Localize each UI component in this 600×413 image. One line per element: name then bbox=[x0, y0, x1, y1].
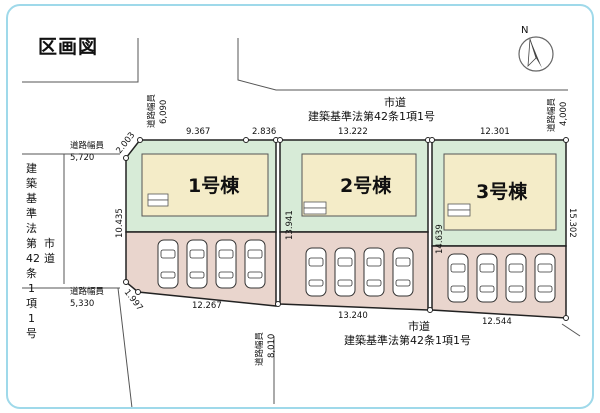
left-city-char: 市 bbox=[44, 236, 55, 250]
parked-car-icon bbox=[157, 239, 179, 289]
left-road-char: 項 bbox=[26, 297, 37, 310]
road-width-value: 6,090 bbox=[159, 100, 169, 124]
parked-car-icon bbox=[392, 247, 414, 297]
context-lines bbox=[22, 38, 581, 407]
dim-2836: 2.836 bbox=[252, 127, 276, 137]
left-city-char: 道 bbox=[44, 251, 55, 265]
parked-car-icon bbox=[186, 239, 208, 289]
parked-car-icon bbox=[447, 253, 469, 303]
left-road-char: 1 bbox=[28, 282, 35, 295]
dim-12544: 12.544 bbox=[482, 317, 512, 327]
page-title: 区画図 bbox=[38, 36, 99, 58]
parked-car-icon bbox=[505, 253, 527, 303]
bottom-road-label: 市道 bbox=[408, 319, 430, 333]
dim-9367: 9.367 bbox=[186, 127, 210, 137]
dim-10435: 10.435 bbox=[115, 208, 125, 238]
dim-12301: 12.301 bbox=[480, 127, 510, 137]
left-road-char: 建 bbox=[26, 161, 37, 175]
site-plan: N 1号棟 2号棟 3号棟 市道 建築基準法第42条1項1号 市道 建築基準法第… bbox=[22, 25, 581, 407]
top-road-label: 市道 bbox=[384, 95, 406, 109]
parking-cars bbox=[157, 239, 556, 303]
road-width-top-right: 道路幅員 4,000 bbox=[546, 97, 569, 132]
road-width-label: 道路幅員 bbox=[70, 286, 105, 297]
road-width-label: 道路幅員 bbox=[70, 140, 105, 151]
top-road-sub: 建築基準法第42条1項1号 bbox=[308, 109, 435, 123]
dim-12267: 12.267 bbox=[192, 301, 222, 311]
lot-3-building bbox=[443, 153, 557, 231]
building-label-3: 3号棟 bbox=[476, 180, 528, 203]
parked-car-icon bbox=[476, 253, 498, 303]
left-road-vertical-text: 建 築 基 準 法 第 42 条 1 項 1 号 市 道 bbox=[26, 161, 55, 340]
parked-car-icon bbox=[534, 253, 556, 303]
entrance-steps bbox=[147, 193, 471, 217]
parked-car-icon bbox=[305, 247, 327, 297]
parked-car-icon bbox=[244, 239, 266, 289]
parked-car-icon bbox=[215, 239, 237, 289]
road-width-left-top: 5,720 bbox=[70, 153, 94, 163]
boundary-markers bbox=[123, 137, 569, 321]
road-width-top-left: 道路幅員 6,090 bbox=[146, 93, 169, 128]
road-width-bottom-mid: 道路幅員 8,010 bbox=[254, 331, 277, 366]
dim-13941: 13.941 bbox=[285, 210, 295, 240]
road-width-label: 道路幅員 bbox=[254, 331, 265, 366]
dim-14639: 14.639 bbox=[435, 224, 445, 254]
left-road-char: 条 bbox=[26, 266, 37, 280]
left-road-char: 築 bbox=[26, 176, 37, 190]
dim-15302: 15.302 bbox=[567, 208, 577, 238]
compass-icon: N bbox=[518, 25, 554, 72]
road-width-value: 8,010 bbox=[267, 334, 277, 358]
road-width-label: 道路幅員 bbox=[146, 93, 157, 128]
road-width-left-bottom: 5,330 bbox=[70, 299, 94, 309]
left-road-char: 法 bbox=[26, 221, 37, 235]
left-road-char: 第 bbox=[26, 236, 37, 250]
left-road-char: 基 bbox=[26, 192, 37, 205]
parked-car-icon bbox=[334, 247, 356, 297]
diagram-frame: 区画図 bbox=[6, 4, 594, 409]
left-road-char: 1 bbox=[28, 312, 35, 325]
left-road-char: 42 bbox=[26, 252, 40, 265]
compass-letter: N bbox=[521, 25, 528, 36]
dim-13222: 13.222 bbox=[338, 127, 368, 137]
road-width-value: 4,000 bbox=[559, 102, 569, 126]
road-width-label: 道路幅員 bbox=[546, 97, 557, 132]
dim-13240: 13.240 bbox=[338, 311, 368, 321]
bottom-road-sub: 建築基準法第42条1項1号 bbox=[344, 333, 471, 347]
left-road-char: 準 bbox=[26, 206, 37, 220]
building-label-2: 2号棟 bbox=[340, 174, 392, 197]
building-label-1: 1号棟 bbox=[188, 174, 240, 197]
left-road-char: 号 bbox=[26, 327, 37, 340]
parked-car-icon bbox=[363, 247, 385, 297]
